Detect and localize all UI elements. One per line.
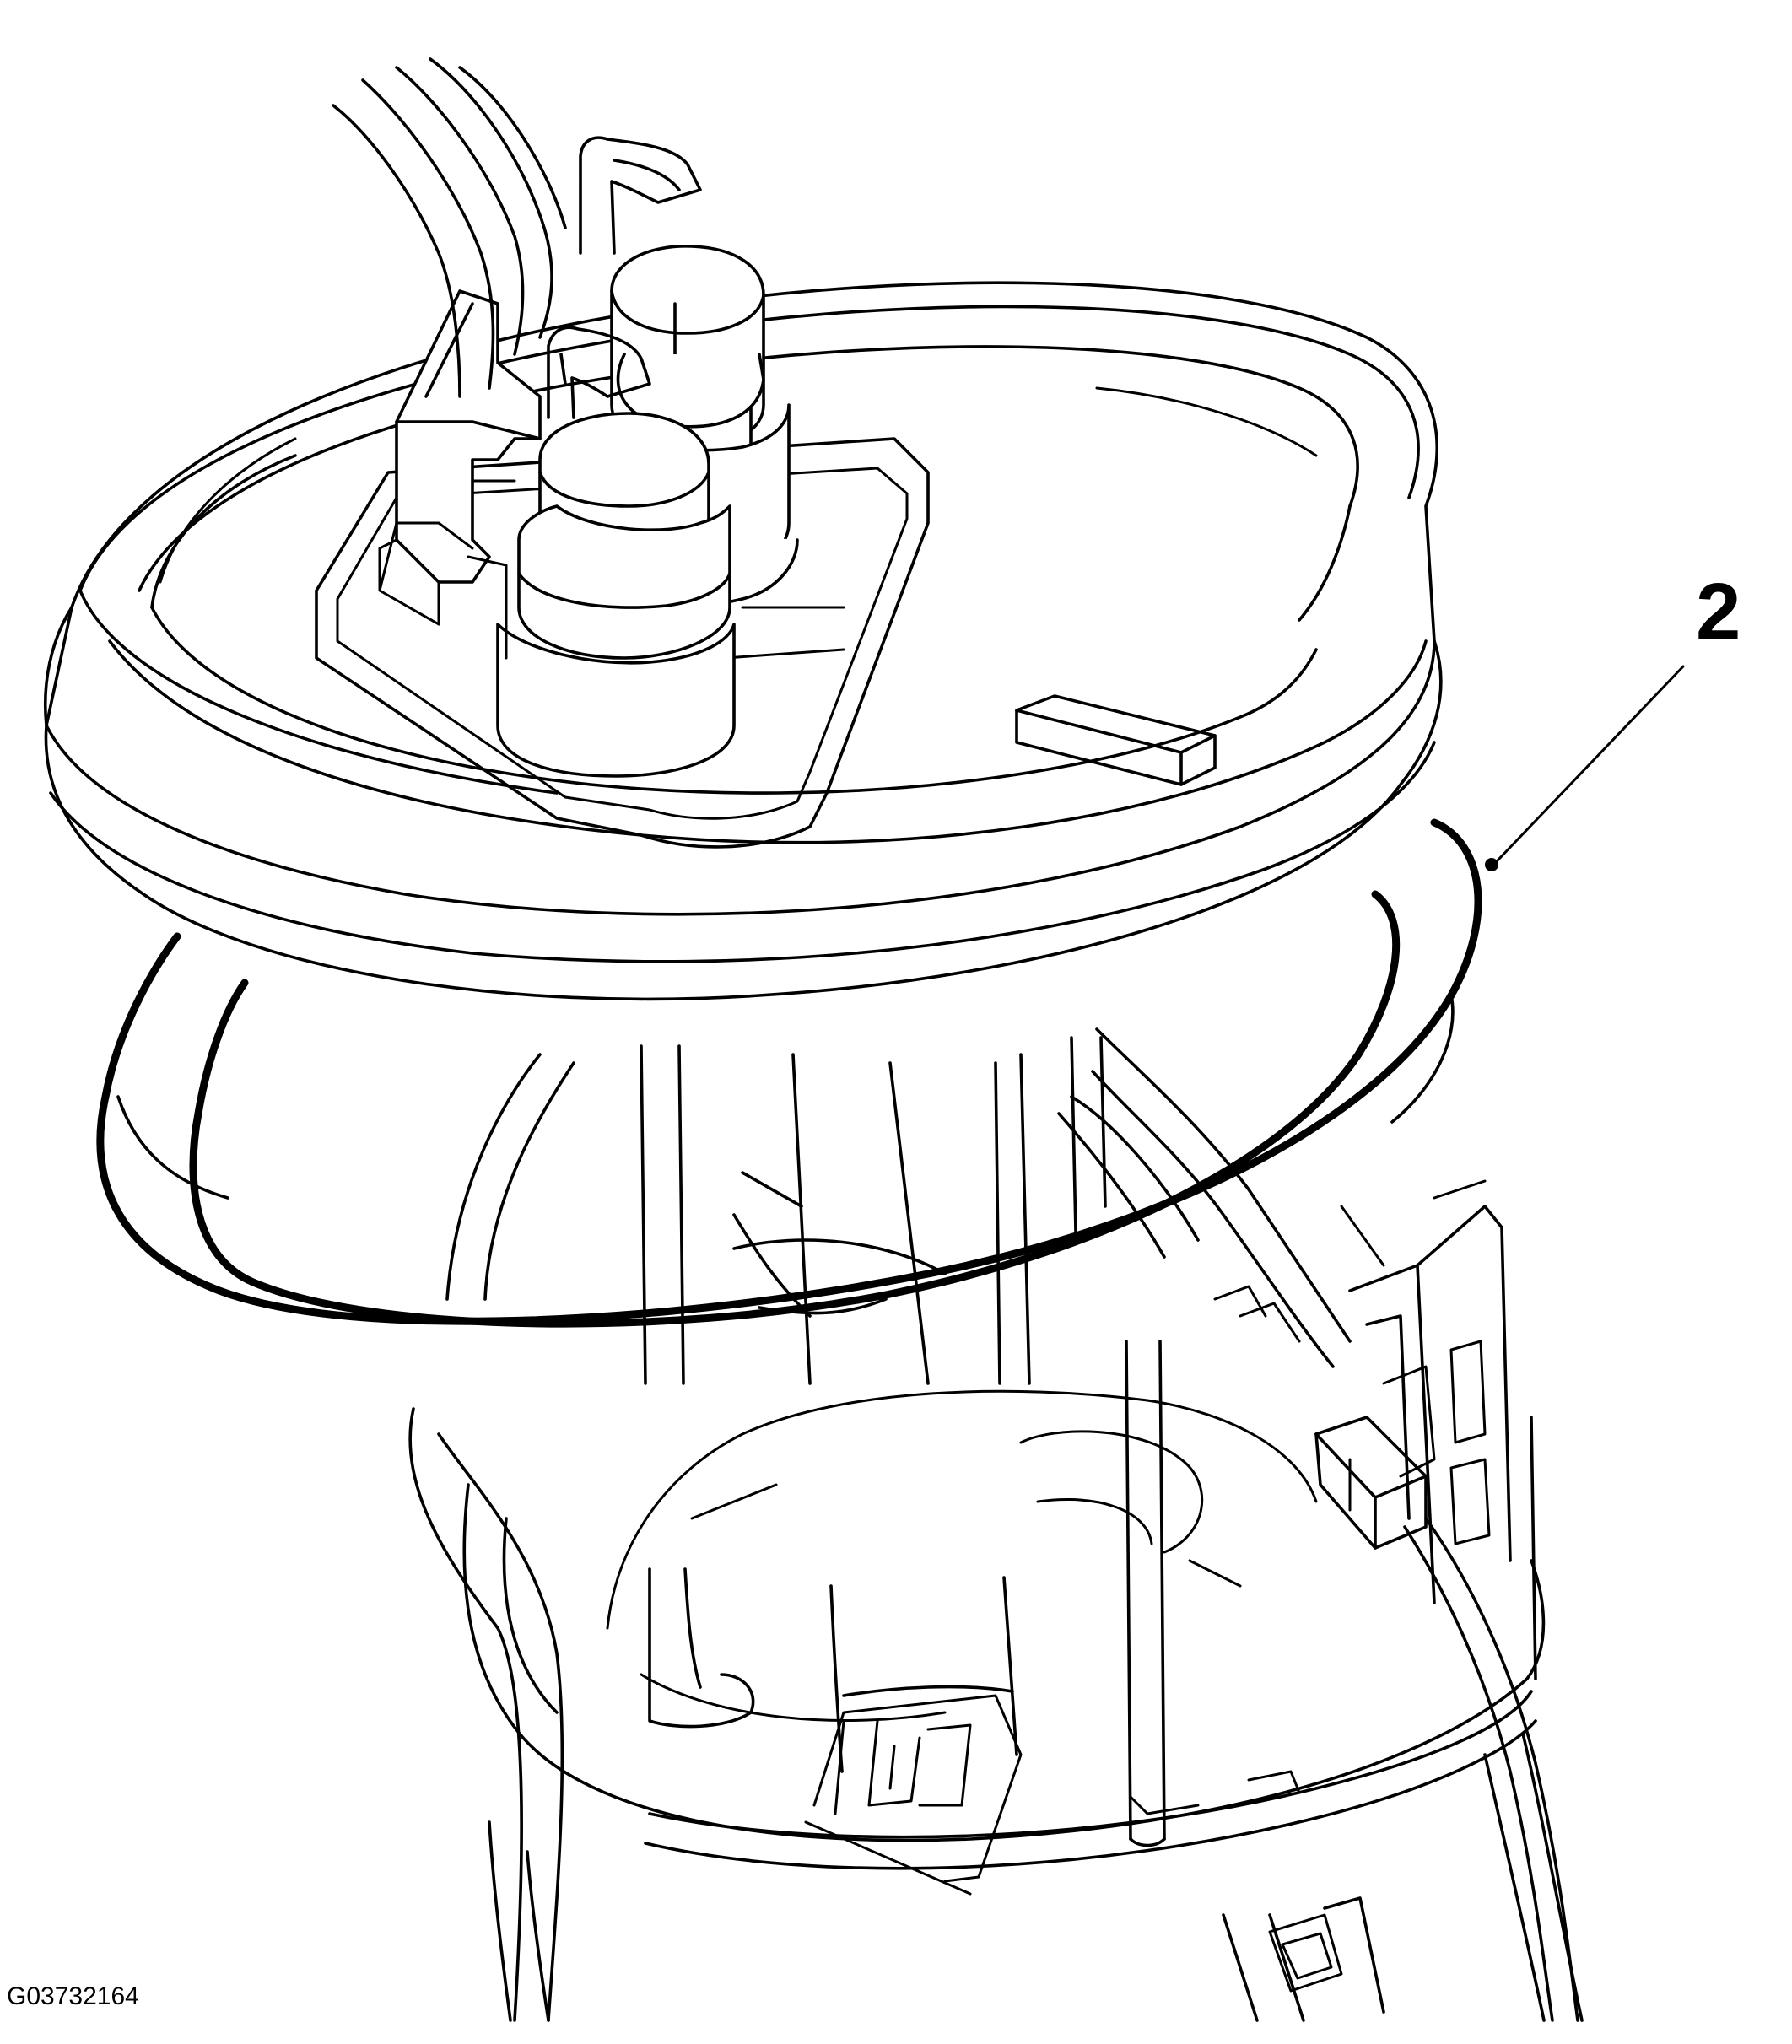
figure-id: G03732164 bbox=[7, 1982, 139, 2010]
pump-reservoir bbox=[462, 1389, 1584, 2022]
wiring-harness bbox=[332, 57, 567, 398]
callout-label-2: 2 bbox=[1696, 567, 1741, 657]
pump-flange bbox=[43, 281, 1443, 1001]
fuel-line-ports bbox=[378, 136, 799, 778]
internal-components bbox=[408, 1027, 1579, 2022]
callout-leader-2 bbox=[1485, 665, 1685, 871]
o-ring-seal bbox=[96, 818, 1482, 1328]
leader-dot bbox=[1485, 858, 1498, 871]
